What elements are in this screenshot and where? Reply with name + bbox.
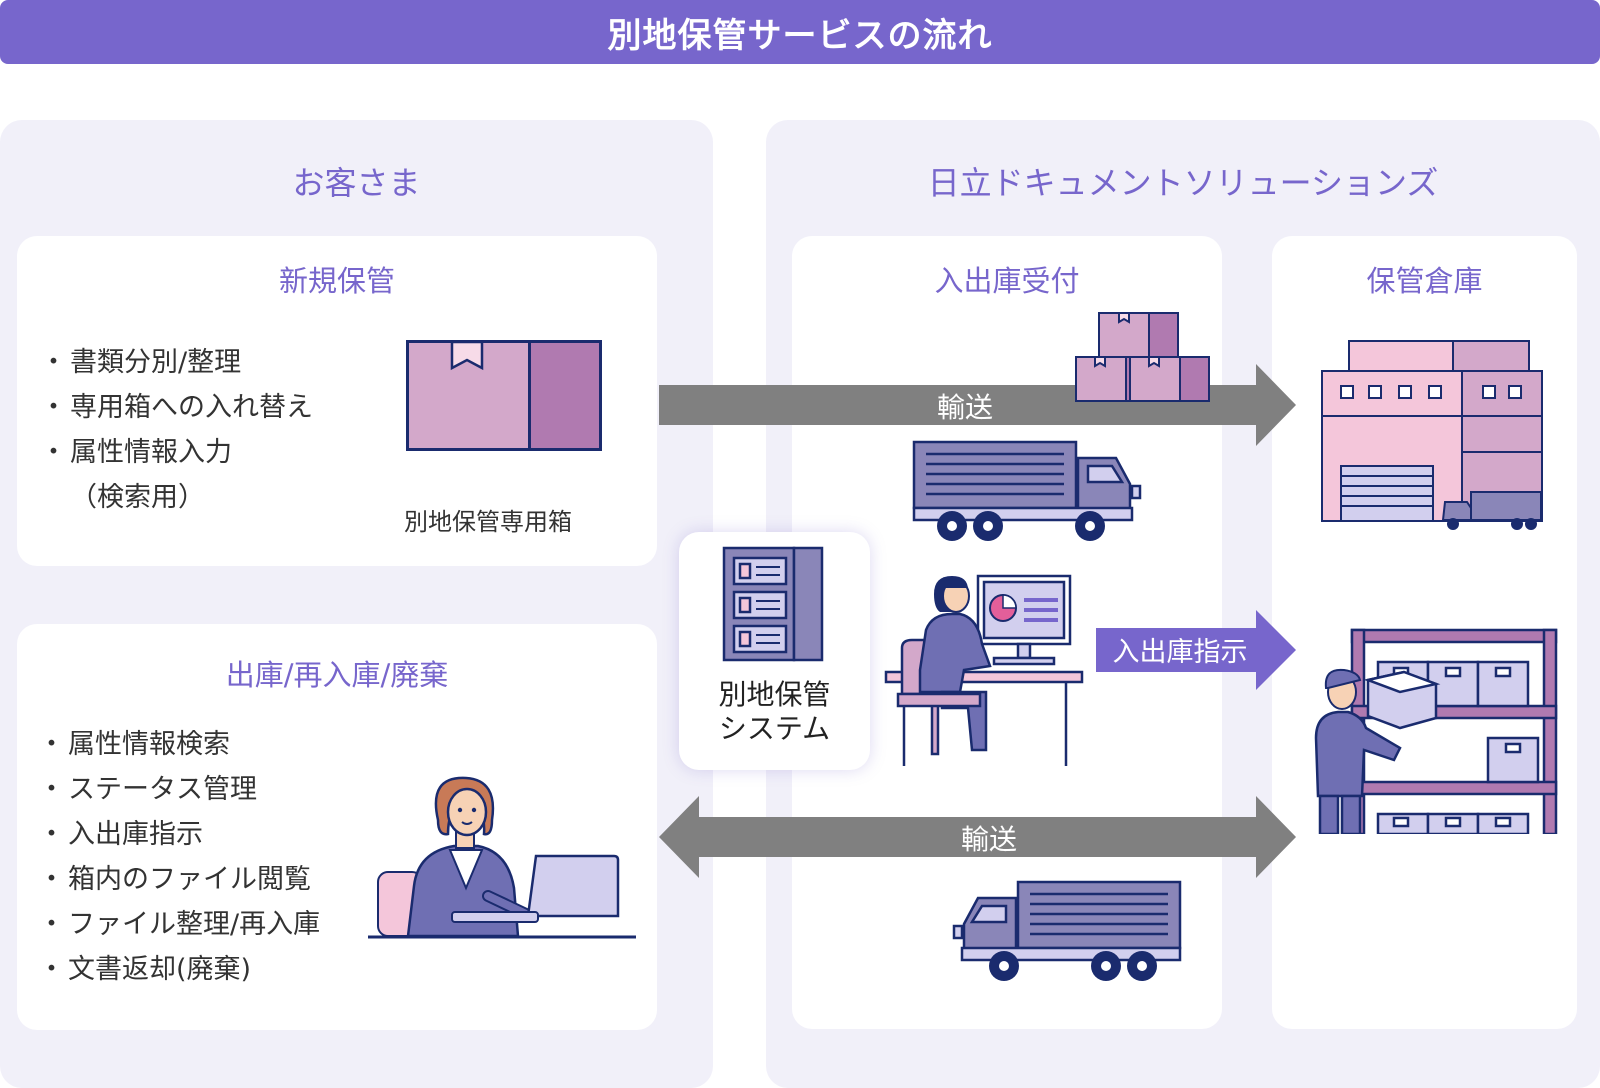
system-label-line1: 別地保管 <box>718 678 831 711</box>
box-caption: 別地保管専用箱 <box>404 508 572 536</box>
retrieval-list: ・属性情報検索 ・ステータス管理 ・入出庫指示 ・箱内のファイル閲覧 ・ファイル… <box>38 722 320 992</box>
system-label: 別地保管 システム <box>679 678 870 746</box>
warehouse-icon <box>1321 340 1543 540</box>
retrieval-card <box>17 624 657 1030</box>
transport-label-bottom: 輸送 <box>960 823 1017 856</box>
truck-icon <box>950 880 1182 984</box>
operator-at-computer-icon <box>882 574 1092 766</box>
list-item: ・文書返却(廃棄) <box>38 954 252 985</box>
new-storage-list: ・書類分別/整理 ・専用箱への入れ替え ・属性情報入力 （検索用） <box>40 340 313 520</box>
woman-at-laptop-icon <box>368 776 638 942</box>
truck-icon <box>912 440 1144 544</box>
customer-heading: お客さま <box>292 164 421 202</box>
system-label-line2: システム <box>718 712 831 745</box>
list-item: ・箱内のファイル閲覧 <box>38 864 311 895</box>
page-title: 別地保管サービスの流れ <box>0 0 1600 64</box>
list-item: ・属性情報検索 <box>38 729 230 760</box>
list-item: ・専用箱への入れ替え <box>40 392 313 423</box>
warehouse-worker-icon <box>1312 628 1558 834</box>
stacked-boxes-icon <box>1075 312 1211 402</box>
transport-arrow-right <box>659 364 1296 446</box>
reception-heading: 入出庫受付 <box>934 264 1080 298</box>
storage-box-icon <box>406 340 602 452</box>
provider-heading: 日立ドキュメントソリューションズ <box>927 164 1439 202</box>
list-item: ・入出庫指示 <box>38 819 203 850</box>
list-item-note: （検索用） <box>70 482 205 513</box>
instruction-arrow <box>1096 610 1296 690</box>
transport-label-top: 輸送 <box>936 391 993 424</box>
new-storage-heading: 新規保管 <box>278 264 395 298</box>
transport-arrow-both <box>659 796 1296 878</box>
list-item: ・ファイル整理/再入庫 <box>38 909 321 940</box>
list-item: ・ステータス管理 <box>38 774 257 805</box>
list-item: ・書類分別/整理 <box>40 347 242 378</box>
warehouse-heading: 保管倉庫 <box>1366 264 1483 298</box>
server-icon <box>722 546 826 664</box>
retrieval-heading: 出庫/再入庫/廃棄 <box>225 658 449 692</box>
list-item: ・属性情報入力 <box>40 437 232 468</box>
instruction-label: 入出庫指示 <box>1112 637 1248 668</box>
